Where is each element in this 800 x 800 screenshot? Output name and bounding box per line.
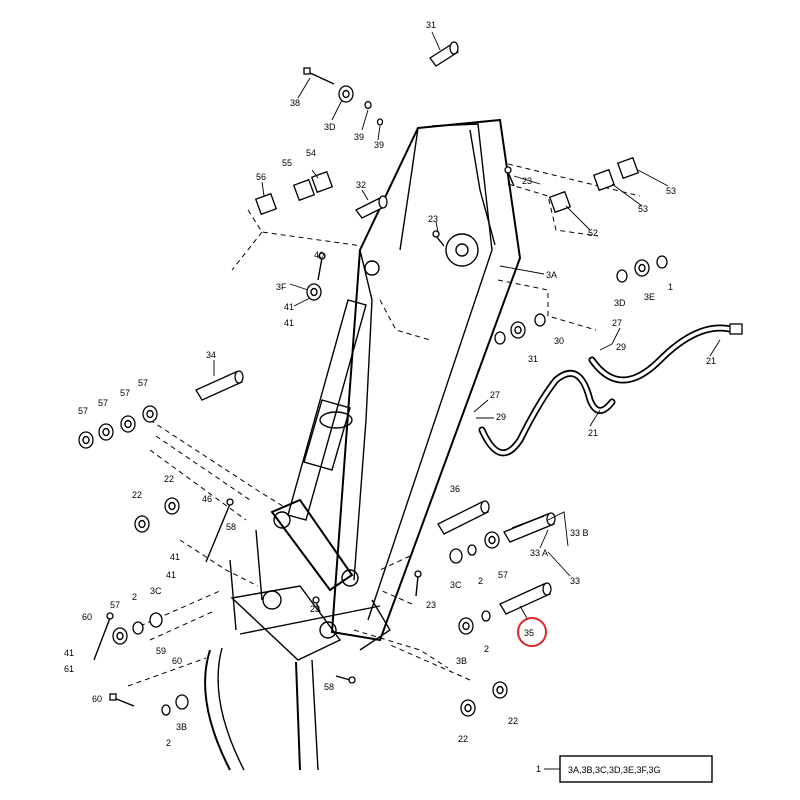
callout-3c-right: 3C — [450, 580, 462, 590]
callout-33: 33 — [570, 576, 580, 586]
callout-31-b: 31 — [528, 354, 538, 364]
callout-53-a: 53 — [666, 186, 676, 196]
callout-22-c: 22 — [458, 734, 468, 744]
assembly-guides — [127, 163, 641, 687]
callout-55: 55 — [282, 158, 292, 168]
callout-60-c: 60 — [92, 694, 102, 704]
callout-1-right: 1 — [668, 282, 673, 292]
callout-31: 31 — [426, 20, 436, 30]
callout-29-b: 29 — [496, 412, 506, 422]
callout-58-b: 58 — [324, 682, 334, 692]
callout-23-a: 23 — [522, 176, 532, 186]
washers — [78, 85, 668, 717]
callout-3a: 3A — [546, 270, 557, 280]
callout-39-a: 39 — [354, 132, 364, 142]
callout-46: 46 — [202, 494, 212, 504]
callout-41-b: 41 — [284, 318, 294, 328]
pin-36 — [437, 500, 490, 535]
callout-3d-right: 3D — [614, 298, 626, 308]
callout-41-c: 41 — [170, 552, 180, 562]
boom-arm — [330, 118, 522, 642]
callout-21-a: 21 — [706, 356, 716, 366]
callout-2-d: 2 — [166, 738, 171, 748]
leader-lines — [213, 31, 721, 621]
assembly-legend: 1 3A,3B,3C,3D,3E,3F,3G — [536, 755, 713, 783]
callout-40: 40 — [314, 250, 324, 260]
callout-3b-bottom: 3B — [176, 722, 187, 732]
callout-57-b: 57 — [98, 398, 108, 408]
callout-30: 30 — [554, 336, 564, 346]
hose-lower — [478, 369, 616, 457]
pin-31-top — [429, 41, 459, 67]
callout-60-a: 60 — [82, 612, 92, 622]
callout-21-b: 21 — [588, 428, 598, 438]
callout-23-b: 23 — [428, 214, 438, 224]
callout-3c-left: 3C — [150, 586, 162, 596]
callout-57-e: 57 — [498, 570, 508, 580]
callout-53-b: 53 — [638, 204, 648, 214]
callout-57-f: 57 — [110, 600, 120, 610]
callout-23-d: 23 — [310, 604, 320, 614]
callout-59: 59 — [156, 646, 166, 656]
callout-39-b: 39 — [374, 140, 384, 150]
callout-52-a: 52 — [588, 228, 598, 238]
callout-2-a: 2 — [478, 576, 483, 586]
lower-frame — [204, 498, 391, 771]
callout-57-d: 57 — [138, 378, 148, 388]
callout-33a: 33 A — [530, 548, 548, 558]
pin-35 — [499, 582, 552, 615]
callout-34: 34 — [206, 350, 216, 360]
callout-2-c: 2 — [484, 644, 489, 654]
callout-23-c: 23 — [426, 600, 436, 610]
hose-right — [588, 323, 743, 384]
callout-27-a: 27 — [612, 318, 622, 328]
assembly-codes: 3A,3B,3C,3D,3E,3F,3G — [568, 765, 661, 775]
callout-36: 36 — [450, 484, 460, 494]
pin-32 — [355, 195, 388, 219]
callout-3d-top: 3D — [324, 122, 336, 132]
callout-57-a: 57 — [78, 406, 88, 416]
bolts — [93, 67, 515, 707]
callout-27-b: 27 — [490, 390, 500, 400]
callout-35: 35 — [524, 628, 534, 638]
pin-33-assembly — [503, 512, 556, 543]
callout-32: 32 — [356, 180, 366, 190]
callout-54: 54 — [306, 148, 316, 158]
callout-labels: 31 38 3D 39 39 56 55 54 32 23 53 53 52 5… — [64, 20, 716, 748]
callout-61: 61 — [64, 664, 74, 674]
callout-56: 56 — [256, 172, 266, 182]
callout-57-c: 57 — [120, 388, 130, 398]
callout-22-d: 22 — [508, 716, 518, 726]
hydraulic-cylinder — [287, 299, 367, 521]
callout-60-b: 60 — [172, 656, 182, 666]
callout-22-b: 22 — [164, 474, 174, 484]
callout-22-a: 22 — [132, 490, 142, 500]
assembly-ref-number: 1 — [536, 764, 541, 774]
callout-2-b: 2 — [132, 592, 137, 602]
callout-41-a: 41 — [284, 302, 294, 312]
callout-3e: 3E — [644, 292, 655, 302]
callout-38: 38 — [290, 98, 300, 108]
callout-3f: 3F — [276, 282, 287, 292]
callout-41-e: 41 — [64, 648, 74, 658]
callout-33b: 33 B — [570, 528, 589, 538]
callout-3b: 3B — [456, 656, 467, 666]
callout-58-a: 58 — [226, 522, 236, 532]
callout-41-d: 41 — [166, 570, 176, 580]
highlight-circle — [517, 617, 547, 647]
pin-34 — [195, 370, 244, 401]
callout-29-a: 29 — [616, 342, 626, 352]
